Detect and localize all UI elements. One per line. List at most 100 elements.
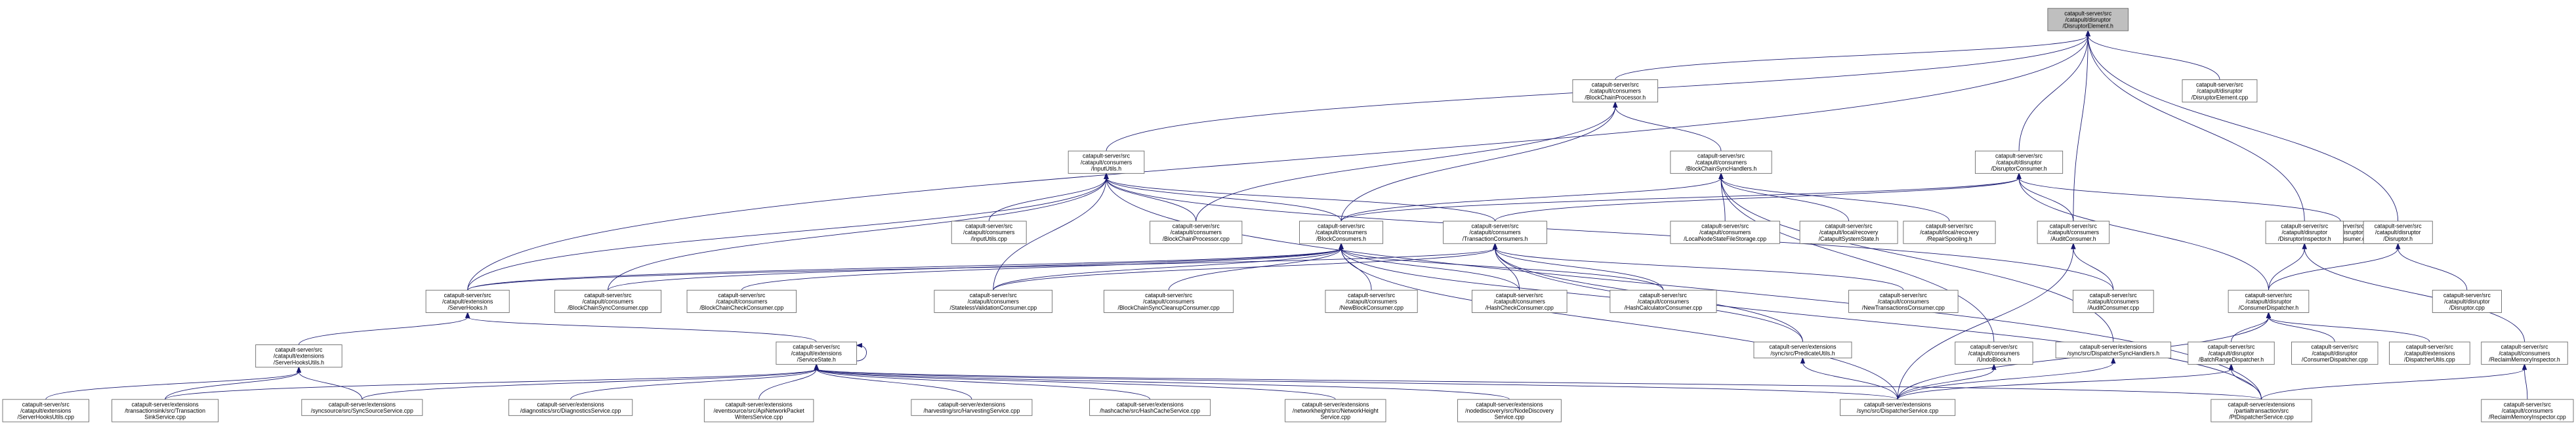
node-label-line: /sync/src/DispatcherSyncHandlers.h	[2067, 350, 2160, 356]
dependency-edge	[298, 312, 470, 345]
edge-line	[2398, 248, 2468, 291]
edge-line	[856, 344, 867, 362]
file-node-root[interactable]: catapult-server/src/catapult/disruptor/D…	[2047, 8, 2129, 31]
dependency-edge	[1340, 173, 2022, 222]
file-node-inpututils-cpp[interactable]: catapult-server/src/catapult/consumers/I…	[951, 220, 1027, 244]
file-node-de-cpp[interactable]: catapult-server/src/catapult/disruptor/D…	[2182, 79, 2258, 103]
node-label: catapult-server/src/catapult/extensions/…	[17, 401, 74, 420]
file-node-lnsfs-cpp[interactable]: catapult-server/src/catapult/consumers/L…	[1670, 220, 1780, 244]
file-node-dc-h[interactable]: catapult-server/src/catapult/disruptor/D…	[1974, 150, 2064, 174]
file-node-svc-cpp[interactable]: catapult-server/src/catapult/consumers/S…	[934, 289, 1053, 313]
file-node-bc-h[interactable]: catapult-server/src/catapult/consumers/B…	[1299, 220, 1384, 244]
file-node-du-cpp[interactable]: catapult-server/src/catapult/extensions/…	[2389, 341, 2470, 365]
node-label-line: /Disruptor.h	[2383, 236, 2413, 242]
file-node-bcp-cpp[interactable]: catapult-server/src/catapult/consumers/B…	[1150, 220, 1243, 244]
edge-line	[1897, 368, 2232, 400]
file-node-dsh-h[interactable]: catapult-server/extensions/sync/src/Disp…	[2055, 341, 2171, 359]
node-label-line: catapult-server/src	[2207, 344, 2255, 350]
node-label-line: catapult-server/src	[2050, 223, 2098, 230]
node-box	[255, 344, 343, 368]
node-label-line: /BatchRangeDispatcher.h	[2199, 356, 2264, 363]
file-node-harv-cpp[interactable]: catapult-server/extensions/harvesting/sr…	[911, 399, 1033, 416]
edge-arrowhead	[2085, 30, 2090, 37]
node-label-line: catapult-server/src	[1825, 223, 1873, 230]
node-box	[2291, 341, 2379, 365]
node-label-line: /catapult/disruptor	[2209, 350, 2254, 356]
file-node-bcsc-cpp[interactable]: catapult-server/src/catapult/consumers/B…	[554, 289, 662, 313]
file-node-rmi-cpp[interactable]: catapult-server/src/catapult/consumers/R…	[2481, 399, 2574, 423]
file-node-ptd-cpp[interactable]: catapult-server/extensions/partialtransa…	[2211, 399, 2312, 423]
file-node-brd-h[interactable]: catapult-server/src/catapult/disruptor/B…	[2188, 341, 2275, 365]
dependency-edge	[2071, 243, 2114, 291]
file-node-css-h[interactable]: catapult-server/src/catapult/local/recov…	[1799, 220, 1898, 244]
edge-line	[298, 371, 363, 400]
file-node-tss-cpp[interactable]: catapult-server/extensions/transactionsi…	[112, 399, 219, 423]
file-node-tc-h[interactable]: catapult-server/src/catapult/consumers/T…	[1443, 220, 1547, 244]
file-node-hcc-cpp[interactable]: catapult-server/src/catapult/consumers/H…	[1472, 289, 1568, 313]
file-node-shu-h[interactable]: catapult-server/src/catapult/extensions/…	[255, 344, 343, 368]
edge-line	[1340, 106, 1616, 222]
node-label-line: catapult-server/extensions	[329, 401, 396, 407]
file-node-di-h[interactable]: catapult-server/src/catapult/disruptor/D…	[2265, 220, 2344, 244]
file-node-dis-h[interactable]: catapult-server/src/catapult/disruptor/D…	[2363, 220, 2433, 244]
edge-line	[2073, 35, 2088, 222]
file-node-dcd-h[interactable]: catapult-server/src/catapult/disruptor/C…	[2228, 289, 2310, 313]
file-node-rmi-h[interactable]: catapult-server/src/catapult/consumers/R…	[2481, 341, 2568, 365]
node-label-line: catapult-server/src	[2504, 401, 2552, 407]
node-box	[2432, 289, 2502, 313]
file-node-bcsh-h[interactable]: catapult-server/src/catapult/consumers/B…	[1670, 150, 1772, 174]
file-node-diag-cpp[interactable]: catapult-server/extensions/diagnostics/s…	[508, 399, 633, 416]
file-node-nds-cpp[interactable]: catapult-server/extensions/nodediscovery…	[1457, 399, 1562, 423]
file-node-anp-cpp[interactable]: catapult-server/extensions/eventsource/s…	[703, 399, 814, 423]
file-node-hcs-cpp[interactable]: catapult-server/extensions/hashcache/src…	[1089, 399, 1211, 416]
edge-line	[45, 371, 299, 400]
node-label: catapult-server/src/catapult/consumers/L…	[1684, 223, 1766, 242]
file-node-rs-h[interactable]: catapult-server/src/catapult/local/recov…	[1903, 220, 1996, 244]
file-node-ub-h[interactable]: catapult-server/src/catapult/consumers/U…	[1955, 341, 2033, 365]
file-node-bcp-h[interactable]: catapult-server/src/catapult/consumers/B…	[1572, 79, 1659, 103]
edge-line	[1495, 248, 2262, 400]
file-node-cdisp-cpp[interactable]: catapult-server/src/catapult/disruptor/C…	[2291, 341, 2379, 365]
file-node-bcscc-cpp[interactable]: catapult-server/src/catapult/consumers/B…	[1104, 289, 1234, 313]
file-node-ntc-cpp[interactable]: catapult-server/src/catapult/consumers/N…	[1848, 289, 1959, 313]
node-box	[1670, 150, 1772, 174]
edge-line	[741, 247, 1342, 291]
file-node-dis-cpp[interactable]: catapult-server/src/catapult/disruptor/D…	[2432, 289, 2502, 313]
node-box	[911, 399, 1033, 416]
node-label-line: catapult-server/src	[444, 292, 492, 299]
file-node-nbc-cpp[interactable]: catapult-server/src/catapult/consumers/N…	[1325, 289, 1418, 313]
node-box	[703, 399, 814, 423]
graph-viewport: catapult-server/src/catapult/disruptor/D…	[2, 8, 2574, 423]
edge-line	[816, 368, 1898, 400]
file-node-shu-cpp[interactable]: catapult-server/src/catapult/extensions/…	[2, 399, 89, 423]
node-box	[112, 399, 219, 423]
file-node-sss-cpp[interactable]: catapult-server/extensions/syncsource/sr…	[301, 399, 423, 416]
file-node-hcalc-cpp[interactable]: catapult-server/src/catapult/consumers/H…	[1610, 289, 1717, 313]
node-label-line: catapult-server/src	[2245, 292, 2293, 299]
node-label-line: /catapult/consumers	[1878, 298, 1930, 304]
node-label-line: catapult-server/src	[1880, 292, 1928, 299]
file-node-sh-h[interactable]: catapult-server/src/catapult/extensions/…	[425, 289, 510, 313]
node-label-line: catapult-server/src	[2406, 344, 2454, 350]
file-node-ds-cpp[interactable]: catapult-server/extensions/sync/src/Disp…	[1840, 399, 1956, 416]
file-node-ac-h[interactable]: catapult-server/src/catapult/consumers/A…	[2037, 220, 2110, 244]
node-label-line: /RepairSpooling.h	[1926, 236, 1972, 242]
node-box	[1443, 220, 1547, 244]
node-label-line: /ServiceState.h	[797, 356, 836, 363]
dependency-edge	[1495, 173, 2022, 222]
file-node-nhs-cpp[interactable]: catapult-server/extensions/networkheight…	[1285, 399, 1386, 423]
edge-line	[2268, 317, 2335, 342]
dependency-edge	[1615, 30, 2090, 80]
file-node-ac-cpp[interactable]: catapult-server/src/catapult/consumers/A…	[2072, 289, 2154, 313]
node-box	[1670, 220, 1780, 244]
node-label: catapult-server/extensions/transactionsi…	[125, 401, 205, 420]
node-label-line: /catapult/consumers	[1695, 159, 1747, 165]
file-node-inpututils-h[interactable]: catapult-server/src/catapult/consumers/I…	[1068, 150, 1145, 174]
edge-line	[1340, 248, 1520, 291]
file-node-bccc-cpp[interactable]: catapult-server/src/catapult/consumers/B…	[686, 289, 797, 313]
edge-line	[2018, 35, 2088, 152]
node-label-line: /NewTransactionsConsumer.cpp	[1862, 304, 1945, 311]
file-node-pu-h[interactable]: catapult-server/extensions/sync/src/Pred…	[1753, 341, 1852, 359]
dependency-edge	[1340, 173, 1724, 222]
file-node-ss-h[interactable]: catapult-server/src/catapult/extensions/…	[776, 341, 858, 365]
